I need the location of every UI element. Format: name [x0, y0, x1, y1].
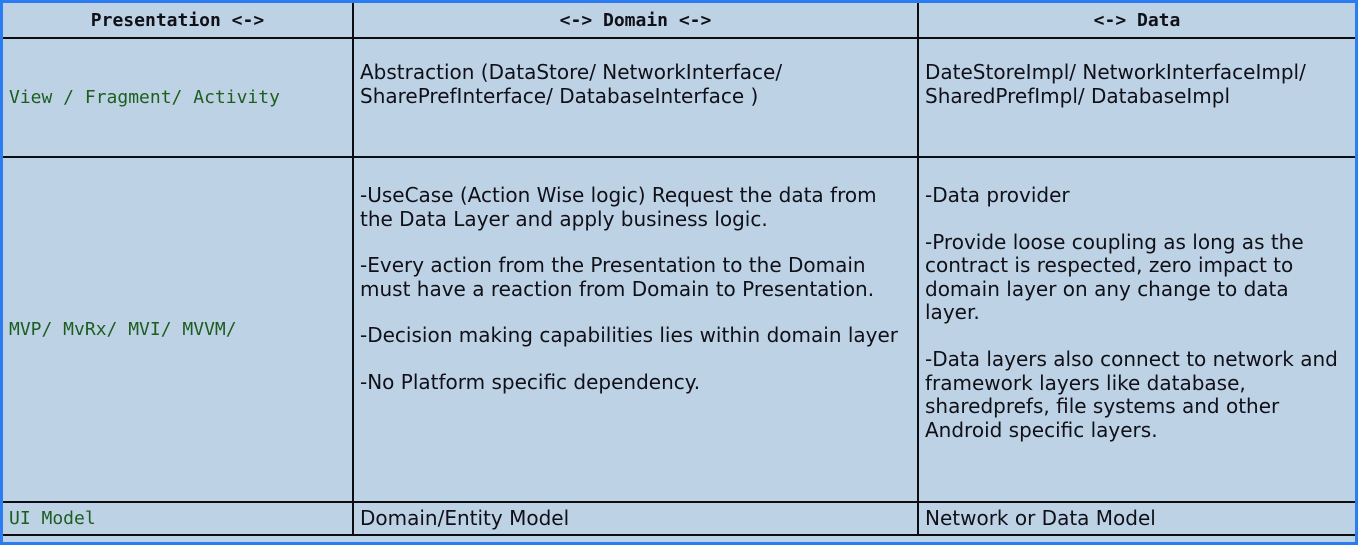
details-domain-wrap: -UseCase (Action Wise logic) Request the…	[354, 158, 917, 401]
models-data-wrap: Network or Data Model	[919, 503, 1355, 531]
details-domain-point-1: -UseCase (Action Wise logic) Request the…	[360, 183, 877, 231]
models-domain-text: Domain/Entity Model	[360, 506, 570, 530]
models-domain-wrap: Domain/Entity Model	[354, 503, 917, 531]
details-data-point-1: -Data provider	[925, 183, 1070, 207]
components-presentation-text: View / Fragment/ Activity	[9, 86, 280, 108]
header-cell-domain: <-> Domain <->	[352, 3, 919, 39]
table-header-row: Presentation <-> <-> Domain <-> <-> Data	[3, 3, 1355, 39]
details-data-point-2: -Provide loose coupling as long as the c…	[925, 229, 1304, 325]
components-cell-presentation: View / Fragment/ Activity	[3, 37, 354, 158]
details-presentation-wrap: MVP/ MvRx/ MVI/ MVVM/	[3, 158, 352, 501]
models-presentation-text: UI Model	[9, 508, 96, 529]
mapper-line-wrap: Mapper UI <--> Domain Use Cases will use…	[3, 536, 1355, 542]
header-label-domain: <-> Domain <->	[559, 9, 712, 31]
details-cell-presentation: MVP/ MvRx/ MVI/ MVVM/	[3, 156, 354, 503]
components-domain-line-1: Abstraction (DataStore/ NetworkInterface…	[360, 60, 783, 84]
components-domain-line-2: SharePrefInterface/ DatabaseInterface )	[360, 83, 759, 108]
details-row: MVP/ MvRx/ MVI/ MVVM/ -UseCase (Action W…	[3, 156, 1355, 503]
header-label-data: <-> Data	[1093, 9, 1181, 31]
details-cell-data: -Data provider -Provide loose coupling a…	[917, 156, 1355, 503]
models-row: UI Model Domain/Entity Model Network or …	[3, 501, 1355, 536]
details-cell-domain: -UseCase (Action Wise logic) Request the…	[352, 156, 919, 503]
components-presentation-wrap: View / Fragment/ Activity	[3, 39, 352, 156]
mapper-cell: Mapper UI <--> Domain Use Cases will use…	[3, 533, 1355, 542]
header-label-presentation: Presentation <->	[90, 9, 265, 31]
details-domain-point-3: -Decision making capabilities lies withi…	[360, 323, 899, 348]
components-cell-domain: Abstraction (DataStore/ NetworkInterface…	[352, 37, 919, 158]
details-presentation-text: MVP/ MvRx/ MVI/ MVVM/	[9, 318, 237, 340]
details-domain-point-4: -No Platform specific dependency.	[360, 369, 701, 394]
details-data-wrap: -Data provider -Provide loose coupling a…	[919, 158, 1355, 448]
header-cell-presentation: Presentation <->	[3, 3, 354, 39]
details-domain-point-2: -Every action from the Presentation to t…	[360, 253, 875, 301]
models-cell-data: Network or Data Model	[917, 501, 1355, 536]
models-data-text: Network or Data Model	[925, 506, 1156, 530]
components-data-wrap: DateStoreImpl/ NetworkInterfaceImpl/ Sha…	[919, 39, 1355, 114]
models-cell-domain: Domain/Entity Model	[352, 501, 919, 536]
mapper-row: Mapper UI <--> Domain Use Cases will use…	[3, 533, 1355, 542]
architecture-table: Presentation <-> <-> Domain <-> <-> Data…	[3, 3, 1355, 542]
components-cell-data: DateStoreImpl/ NetworkInterfaceImpl/ Sha…	[917, 37, 1355, 158]
header-cell-data: <-> Data	[917, 3, 1355, 39]
components-data-line-2: SharedPrefImpl/ DatabaseImpl	[925, 83, 1231, 108]
models-presentation-wrap: UI Model	[3, 503, 352, 530]
components-data-line-1: DateStoreImpl/ NetworkInterfaceImpl/	[925, 60, 1306, 84]
components-row: View / Fragment/ Activity Abstraction (D…	[3, 37, 1355, 158]
details-data-point-3: -Data layers also connect to network and…	[925, 346, 1338, 442]
components-domain-wrap: Abstraction (DataStore/ NetworkInterface…	[354, 39, 917, 114]
models-cell-presentation: UI Model	[3, 501, 354, 536]
